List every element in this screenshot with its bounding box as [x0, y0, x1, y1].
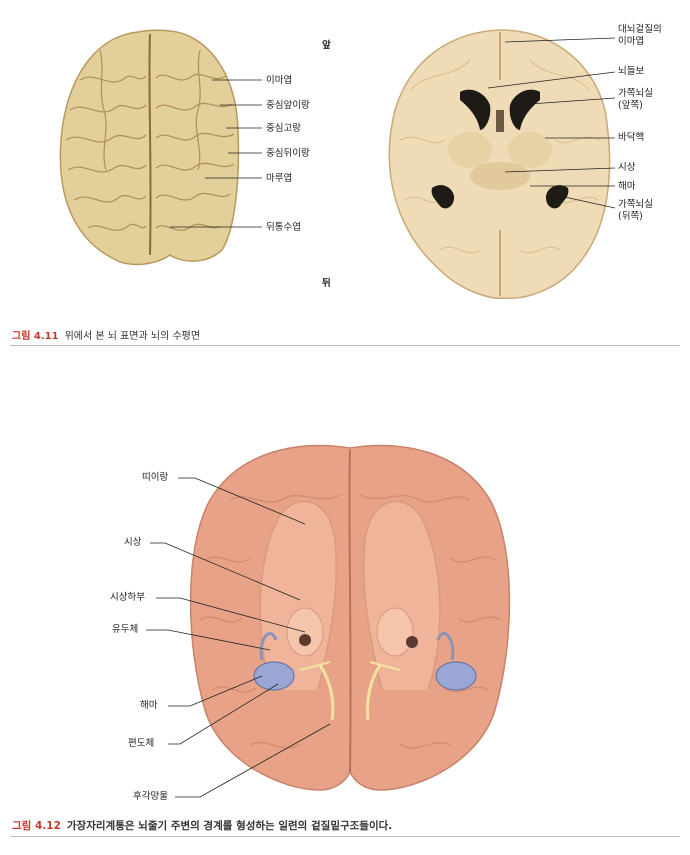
caption-number: 그림 4.12 — [12, 820, 61, 832]
label-parietal-lobe: 마루엽 — [266, 173, 293, 184]
label-hypothalamus: 시상하부 — [110, 592, 145, 603]
label-olfactory-bulb: 후각망울 — [133, 791, 168, 802]
label-corpus-callosum: 뇌들보 — [618, 66, 645, 77]
label-postcentral-gyrus: 중심뒤이랑 — [266, 148, 310, 159]
label-hippocampus-section: 해마 — [618, 181, 636, 192]
label-lateral-ventricle-back-line1: 가쪽뇌실 — [618, 199, 653, 210]
caption-text: 가장자리계통은 뇌줄기 주변의 경계를 형성하는 일련의 겉질밑구조들이다. — [66, 820, 393, 832]
caption-divider — [10, 345, 680, 346]
limbic-system-illustration — [146, 444, 511, 798]
brain-horizontal-section — [388, 29, 616, 299]
caption-figure-4-12: 그림 4.12 가장자리계통은 뇌줄기 주변의 경계를 형성하는 일련의 겉질밑구… — [12, 818, 392, 833]
label-lateral-ventricle-front-line2: (앞쪽) — [618, 100, 643, 111]
caption-divider — [10, 836, 680, 837]
label-hippocampus: 해마 — [140, 700, 158, 711]
direction-back: 뒤 — [322, 278, 331, 289]
caption-text: 위에서 본 뇌 표면과 뇌의 수평면 — [64, 331, 201, 342]
label-occipital-lobe: 뒤통수엽 — [266, 222, 301, 233]
label-amygdala: 편도체 — [128, 738, 155, 749]
label-lateral-ventricle-back-line2: (뒤쪽) — [618, 211, 643, 222]
label-precentral-gyrus: 중심앞이랑 — [266, 100, 310, 111]
label-thalamus-section: 시상 — [618, 162, 636, 173]
caption-number: 그림 4.11 — [12, 331, 59, 342]
direction-front: 앞 — [322, 40, 331, 51]
label-cortex-line2: 이마엽 — [618, 36, 645, 47]
caption-figure-4-11: 그림 4.11 위에서 본 뇌 표면과 뇌의 수평면 — [12, 327, 200, 342]
label-cingulate-gyrus: 띠이랑 — [142, 472, 169, 483]
label-mammillary-body: 유두체 — [112, 624, 139, 635]
label-thalamus: 시상 — [124, 537, 142, 548]
brain-dorsal-view — [59, 29, 262, 266]
label-central-sulcus: 중심고랑 — [266, 123, 301, 134]
label-frontal-lobe: 이마엽 — [266, 75, 293, 86]
label-lateral-ventricle-front-line1: 가쪽뇌실 — [618, 88, 653, 99]
label-cortex-line1: 대뇌겉질의 — [618, 24, 662, 35]
label-basal-ganglia: 바닥핵 — [618, 132, 645, 143]
